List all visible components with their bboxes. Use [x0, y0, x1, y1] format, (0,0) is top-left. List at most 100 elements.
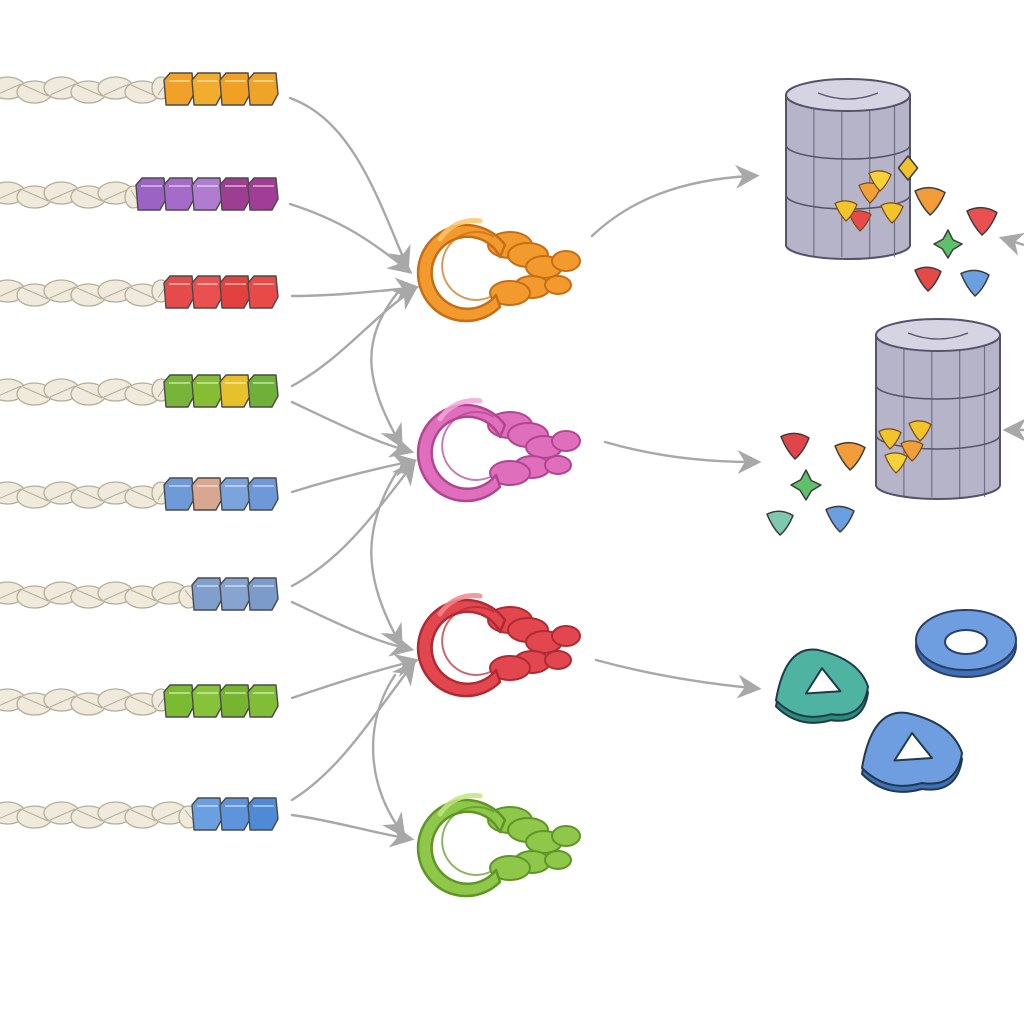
chain-twist — [76, 189, 103, 202]
chain-twist — [49, 286, 76, 299]
chain-segment — [247, 72, 279, 106]
chain-twist — [22, 489, 49, 502]
peptide-fragment — [868, 170, 892, 192]
chain-segment — [191, 577, 223, 611]
enzyme-lobe — [544, 650, 572, 670]
chain-twist — [76, 809, 103, 822]
enzyme-lobe — [551, 625, 581, 647]
chain-twist — [22, 189, 49, 202]
chain-twist — [22, 386, 49, 399]
chain-segment — [135, 177, 167, 211]
chain-twist — [103, 286, 130, 299]
chain-segment — [219, 577, 251, 611]
chain-segment — [191, 72, 223, 106]
chain-twist — [103, 695, 130, 708]
chain-twist — [22, 696, 49, 709]
enzyme-lobe — [489, 855, 531, 881]
chain-twist — [103, 385, 130, 398]
process-arrow — [290, 277, 420, 302]
peptide-fragment — [900, 440, 924, 462]
peptide-fragment — [914, 266, 942, 292]
folded-product-triangle — [774, 648, 870, 724]
enzyme-orange — [416, 218, 581, 323]
enzyme-lobe — [489, 655, 531, 681]
enzyme-lobe — [544, 275, 572, 295]
chain-twist — [49, 188, 76, 201]
chain-segment — [163, 477, 195, 511]
peptide-fragment — [766, 510, 794, 536]
chain-segment — [247, 477, 279, 511]
proteasome-barrel — [785, 78, 911, 260]
enzyme-green — [416, 793, 581, 898]
chain-segment — [247, 684, 279, 718]
chain-twist — [0, 188, 22, 199]
process-arrow — [290, 660, 416, 802]
peptide-fragment — [825, 505, 855, 533]
enzyme-lobe — [551, 250, 581, 272]
process-arrow — [290, 600, 415, 657]
peptide-fragment — [848, 210, 872, 232]
enzyme-lobe — [489, 460, 531, 486]
polypeptide-chain — [0, 797, 279, 831]
polypeptide-chain — [0, 577, 279, 611]
chain-twist — [49, 588, 76, 601]
chain-twist — [0, 385, 22, 396]
peptide-fragment — [834, 200, 858, 222]
chain-segment — [219, 797, 251, 831]
chain-twist — [103, 808, 130, 821]
enzyme-body — [416, 403, 507, 503]
chain-twist — [49, 83, 76, 96]
peptide-fragment — [960, 269, 990, 297]
chain-twist — [76, 287, 103, 300]
enzyme-body — [416, 798, 507, 898]
chain-segment — [219, 177, 251, 211]
chain-twist — [49, 488, 76, 501]
chain-twist — [0, 588, 22, 599]
chain-segment — [247, 797, 279, 831]
chain-segment — [191, 275, 223, 309]
chain-twist — [76, 589, 103, 602]
peptide-fragment — [908, 420, 932, 442]
chain-twist — [22, 809, 49, 822]
process-arrow — [603, 440, 762, 474]
chain-segment — [219, 72, 251, 106]
proteasome-top — [785, 78, 911, 112]
peptide-fragment — [790, 469, 822, 501]
peptide-fragment — [858, 182, 882, 204]
peptide-fragment — [933, 229, 963, 259]
process-arrow — [371, 673, 406, 838]
chain-twist — [103, 488, 130, 501]
chain-twist — [130, 809, 157, 822]
chain-twist — [22, 84, 49, 97]
chain-segment — [163, 275, 195, 309]
folded-product-donut — [915, 609, 1017, 678]
peptide-fragment — [880, 202, 904, 224]
chain-segment — [191, 477, 223, 511]
chain-segment — [219, 477, 251, 511]
enzyme-lobe — [489, 280, 531, 306]
arrows — [288, 96, 1024, 848]
chain-twist — [76, 386, 103, 399]
process-arrow — [590, 164, 760, 238]
chain-segment — [163, 684, 195, 718]
chain-segment — [191, 684, 223, 718]
chain-twist — [0, 286, 22, 297]
chain-twist — [76, 696, 103, 709]
polypeptide-chain — [0, 374, 279, 408]
process-arrow — [288, 96, 411, 271]
process-arrow — [290, 460, 416, 588]
chain-segment — [191, 374, 223, 408]
enzymes — [416, 218, 581, 898]
peptide-fragment — [834, 441, 866, 471]
chain-twist — [76, 84, 103, 97]
proteasome-top — [875, 318, 1001, 352]
peptide-fragment — [884, 452, 908, 474]
enzyme-lobe — [551, 430, 581, 452]
process-arrow — [290, 813, 415, 848]
polypeptide-chain — [0, 684, 279, 718]
peptide-fragment — [878, 428, 902, 450]
chain-segment — [219, 684, 251, 718]
process-arrow — [370, 290, 403, 449]
chain-twist — [49, 695, 76, 708]
chain-segment — [247, 374, 279, 408]
